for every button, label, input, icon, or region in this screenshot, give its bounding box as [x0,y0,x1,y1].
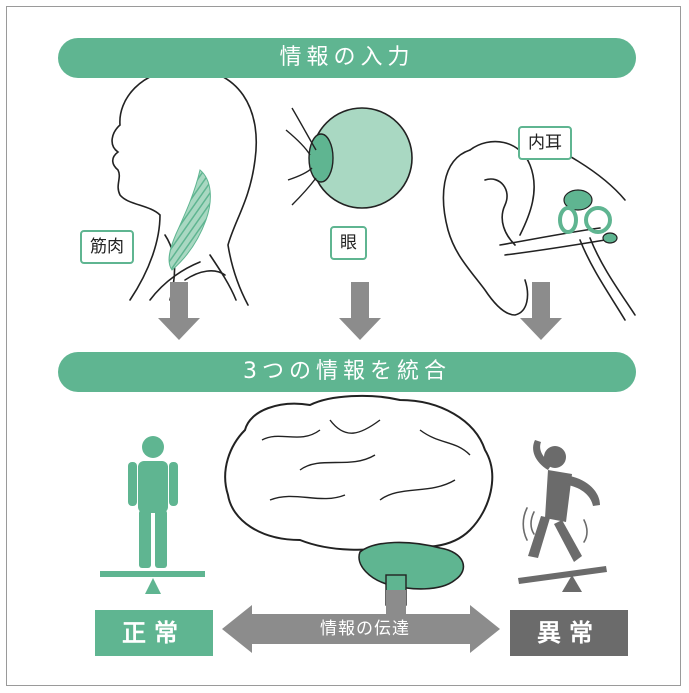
figure-frame [6,6,681,686]
head-neck-muscle-icon [111,67,257,306]
semicircular-canals [558,189,618,244]
abnormal-box [510,610,628,656]
abnormal-label: 異常 [537,619,601,647]
neck-muscle [168,169,211,271]
normal-balance [100,571,205,594]
integration-header: 3つの情報を統合 [58,352,636,392]
label-inner-ear: 内耳 [518,126,572,160]
label-muscle: 筋肉 [80,230,134,264]
standing-person-icon [128,436,178,568]
transmission-label: 情報の伝達 [320,619,410,639]
normal-box [95,610,213,656]
down-arrow-left [158,282,200,340]
input-header: 情報の入力 [58,38,636,78]
falling-person-icon [528,440,600,562]
down-arrow-right [520,282,562,340]
label-eye: 眼 [330,226,367,260]
motion-marks [522,507,588,543]
transmission-arrow [222,590,500,653]
inner-ear-icon [442,129,636,321]
normal-label: 正常 [122,619,186,647]
brain-icon [224,394,494,606]
abnormal-balance [518,566,607,592]
down-arrow-center [339,282,381,340]
eyeball-icon [285,107,413,209]
